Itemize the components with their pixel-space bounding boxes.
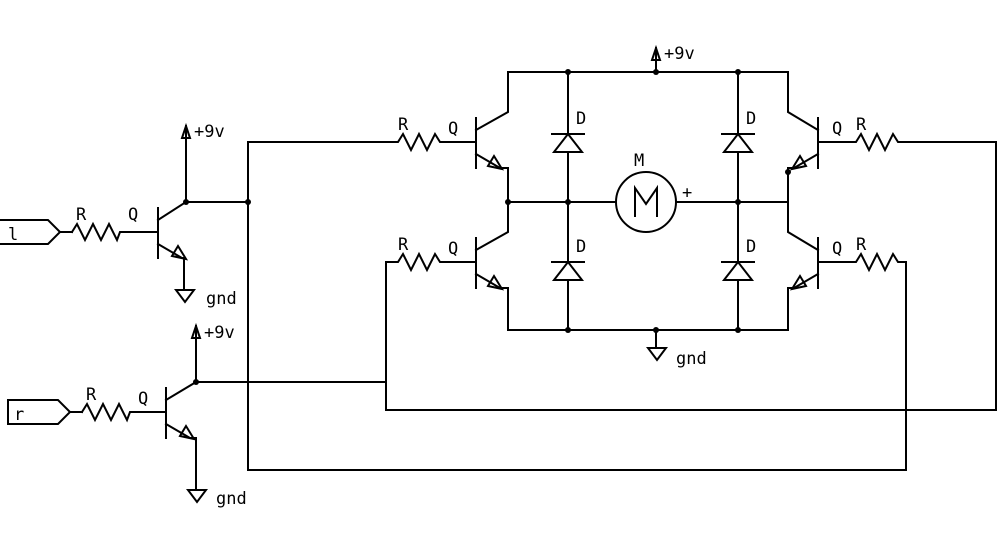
transistor-q-bridge-top-left: Q — [448, 71, 509, 203]
resistor-r-bridge-bottom-right: R — [817, 235, 907, 273]
diode-label: D — [576, 109, 586, 129]
resistor-label: R — [856, 115, 867, 135]
resistor-label: R — [398, 235, 409, 255]
supply-label: +9v — [664, 44, 695, 64]
transistor-label: Q — [832, 119, 842, 139]
resistor-r-bridge-top-right: R — [817, 115, 901, 153]
transistor-q-left-bottom: Q — [138, 341, 197, 487]
junction — [183, 199, 189, 205]
transistor-q-bridge-bottom-right: Q — [787, 201, 842, 331]
resistor-label: R — [398, 115, 409, 135]
diode-d-bottom-left: D — [551, 201, 586, 331]
transistor-label: Q — [128, 205, 138, 225]
input-r-port: r — [7, 399, 72, 425]
ground-left-bottom: gnd — [186, 485, 247, 509]
motor-m: M + — [615, 151, 692, 233]
supply-9v-bridge: +9v — [650, 44, 695, 73]
ground-label: gnd — [676, 349, 707, 369]
supply-9v-left-bottom: +9v — [190, 322, 235, 343]
supply-9v-left-top: +9v — [180, 122, 225, 142]
resistor-r-left-top: R — [70, 205, 159, 243]
resistor-label: R — [856, 235, 867, 255]
supply-label: +9v — [194, 122, 225, 142]
resistor-r-bridge-top-left: R — [389, 115, 477, 153]
resistor-label: R — [86, 385, 97, 405]
ground-label: gnd — [206, 289, 237, 309]
diode-label: D — [576, 237, 586, 257]
diode-d-bottom-right: D — [721, 201, 756, 331]
diode-label: D — [746, 237, 756, 257]
wire-l-to-top-left — [247, 141, 391, 203]
ground-label: gnd — [216, 489, 247, 509]
resistor-r-bridge-bottom-left: R — [385, 235, 477, 273]
motor-plus-label: + — [682, 183, 692, 203]
wire-r-to-bottom-left — [385, 141, 997, 411]
transistor-label: Q — [448, 239, 458, 259]
resistor-label: R — [76, 205, 87, 225]
input-l-label: l — [8, 225, 18, 245]
wire-l-to-bottom-right — [247, 201, 907, 471]
transistor-q-left-top: Q — [128, 139, 189, 287]
transistor-label: Q — [138, 389, 148, 409]
ground-left-top: gnd — [174, 285, 237, 309]
transistor-label: Q — [832, 239, 842, 259]
diode-label: D — [746, 109, 756, 129]
input-l-port: l — [0, 219, 62, 245]
supply-label: +9v — [204, 323, 235, 343]
diode-d-top-left: D — [551, 71, 586, 203]
resistor-r-left-bottom: R — [80, 385, 167, 423]
diode-d-top-right: D — [721, 71, 756, 203]
motor-label: M — [634, 151, 644, 171]
transistor-label: Q — [448, 119, 458, 139]
ground-bridge: gnd — [646, 329, 707, 369]
transistor-q-bridge-top-right: Q — [787, 71, 842, 203]
input-r-label: r — [14, 405, 24, 425]
transistor-q-bridge-bottom-left: Q — [448, 201, 509, 331]
